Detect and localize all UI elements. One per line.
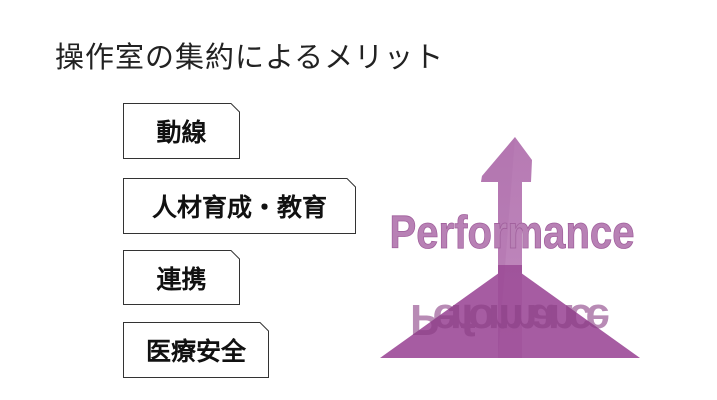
- benefit-box-flow: 動線: [123, 103, 240, 159]
- reflection-text: Performance: [410, 295, 610, 344]
- benefit-label: 連携: [156, 264, 207, 294]
- arrow-shade: [481, 137, 515, 358]
- benefit-label: 人材育成・教育: [151, 193, 327, 222]
- performance-text: Performance: [390, 206, 635, 258]
- benefit-label: 医療安全: [145, 337, 246, 366]
- benefit-label: 動線: [156, 118, 207, 147]
- performance-arrow-graphic: Performance Performance: [375, 130, 645, 369]
- slide-title: 操作室の集約によるメリット: [55, 40, 445, 74]
- arrow-shaft-shadow: [498, 265, 522, 358]
- benefit-box-training: 人材育成・教育: [123, 178, 356, 234]
- benefit-box-cooperation: 連携: [123, 250, 240, 305]
- benefit-box-safety: 医療安全: [123, 322, 269, 378]
